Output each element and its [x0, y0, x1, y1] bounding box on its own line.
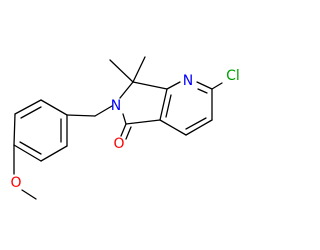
chemical-structure-diagram: N Cl N O O — [10, 56, 240, 200]
bond-n6-ch2 — [94, 105, 113, 117]
bond-c7-methyl-b — [132, 56, 146, 83]
bond-c7a-n1 — [166, 81, 181, 90]
methoxyphenyl-ring — [13, 99, 68, 162]
bond-n1-c2-inner — [197, 88, 208, 94]
bond-ar-2-inner — [20, 106, 42, 119]
bond-c7a-c7 — [132, 81, 168, 90]
bond-n6-c5 — [122, 113, 127, 125]
atom-label-chlorine: Cl — [226, 68, 240, 84]
bond-c5-o-a — [120, 123, 127, 137]
bond-o-ch3 — [21, 189, 37, 200]
bond-ar-3 — [13, 113, 16, 146]
bond-c4a-c7a-inner — [165, 94, 172, 118]
bond-c7-n6 — [119, 81, 134, 99]
bond-c2-cl — [211, 82, 223, 90]
atom-label-n-pyridine: N — [183, 73, 193, 89]
bond-ar-5 — [40, 145, 68, 162]
bond-c7-methyl-a — [109, 59, 134, 83]
bond-c5-o-b — [125, 126, 132, 140]
bond-c3-c4 — [185, 119, 213, 136]
atom-label-o-methoxy: O — [10, 175, 21, 191]
bond-n1-c2 — [196, 81, 213, 90]
bond-ch2-c1prime — [66, 114, 96, 117]
bond-ar-1 — [40, 99, 68, 116]
bond-c4-c4a — [159, 119, 187, 136]
pyridine-ring — [159, 81, 213, 136]
atom-label-n-lactam: N — [111, 98, 121, 114]
bond-ar-2 — [14, 99, 42, 115]
bond-c3-c4-inner — [185, 117, 207, 130]
atom-label-o-carbonyl: O — [113, 136, 124, 152]
bond-ar-4 — [13, 144, 42, 162]
bond-ar-4-inner — [19, 141, 42, 155]
bond-c5-c4a — [125, 119, 161, 125]
bond-c4a-c7a — [159, 88, 168, 121]
lactam-ring — [119, 81, 168, 125]
